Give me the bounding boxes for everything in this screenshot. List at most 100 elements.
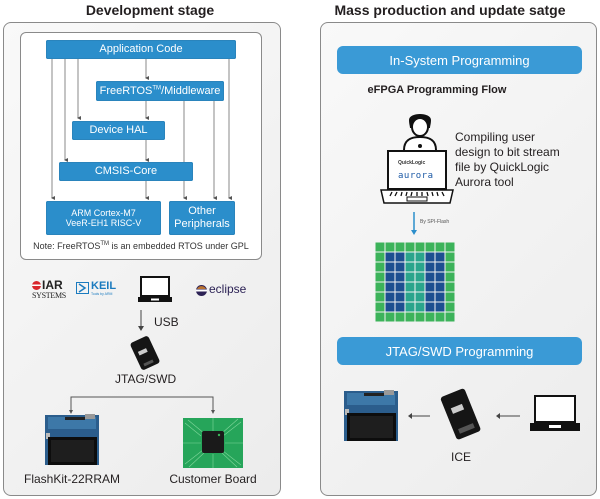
development-stage-heading: Development stage — [85, 2, 215, 18]
fpga-cell — [405, 262, 415, 272]
fpga-cell — [385, 252, 395, 262]
description-line: Aurora tool — [455, 175, 514, 189]
fpga-cell — [385, 262, 395, 272]
fpga-cell — [435, 272, 445, 282]
fpga-cell — [385, 242, 395, 252]
fpga-cell — [375, 272, 385, 282]
fpga-cell — [385, 302, 395, 312]
target-split-arrows — [69, 396, 215, 414]
fpga-cell — [385, 282, 395, 292]
quicklogic-screen-text: QuickLogic — [398, 160, 426, 166]
fpga-cell — [425, 312, 435, 322]
fpga-cell — [405, 302, 415, 312]
fpga-cell — [395, 252, 405, 262]
application-code-label: Application Code — [99, 43, 183, 56]
jtag-swd-label: JTAG/SWD — [115, 372, 177, 386]
freertos-note: Note: FreeRTOSTM is an embedded RTOS und… — [33, 241, 249, 251]
fpga-cell — [415, 252, 425, 262]
keil-icon — [76, 282, 89, 294]
fpga-cell — [385, 292, 395, 302]
fpga-cell — [445, 262, 455, 272]
fpga-cell — [415, 292, 425, 302]
fpga-cell — [425, 292, 435, 302]
fpga-cell — [395, 302, 405, 312]
arrow-to-ice — [496, 413, 520, 419]
fpga-cell — [425, 262, 435, 272]
cpu-box: ARM Cortex-M7 VeeR-EH1 RISC-V — [46, 201, 161, 235]
aurora-screen-text: aurora — [398, 171, 434, 181]
compile-description: Compiling user design to bit stream file… — [455, 130, 560, 190]
fpga-cell — [435, 292, 445, 302]
in-system-programming-bar: In-System Programming — [337, 46, 582, 74]
fpga-cell — [425, 302, 435, 312]
application-code-box: Application Code — [46, 40, 236, 59]
fpga-cell — [435, 242, 445, 252]
fpga-cell — [405, 312, 415, 322]
fpga-cell — [435, 312, 445, 322]
fpga-cell — [415, 242, 425, 252]
fpga-cell — [375, 242, 385, 252]
customer-board-label: Customer Board — [169, 472, 257, 486]
flashkit-label: FlashKit-22RRAM — [23, 472, 121, 486]
iar-icon — [32, 281, 41, 290]
aurora-laptop-icon — [380, 150, 454, 204]
device-hal-label: Device HAL — [89, 124, 148, 137]
spi-flash-label: By SPI-Flash — [420, 219, 450, 225]
fpga-cell — [375, 302, 385, 312]
mass-production-heading: Mass production and update satge — [334, 2, 566, 18]
fpga-cell — [435, 282, 445, 292]
fpga-cell — [375, 252, 385, 262]
fpga-cell — [445, 302, 455, 312]
description-line: Compiling user — [455, 130, 536, 144]
fpga-cell — [395, 282, 405, 292]
iar-systems-logo: IAR SYSTEMS — [32, 278, 66, 300]
fpga-cell — [375, 282, 385, 292]
fpga-cell — [445, 272, 455, 282]
fpga-cell — [405, 282, 415, 292]
cmsis-core-label: CMSIS-Core — [94, 165, 158, 178]
fpga-cell — [405, 252, 415, 262]
efpga-fabric-grid — [375, 242, 455, 322]
stack-connectors — [51, 59, 232, 200]
cpu-line-2: VeeR-EH1 RISC-V — [65, 218, 142, 228]
customer-board-image — [183, 418, 243, 468]
peripherals-line-2: Peripherals — [174, 218, 230, 230]
usb-arrow — [138, 310, 144, 331]
arrow-to-board — [408, 413, 430, 419]
eclipse-logo: eclipse — [196, 282, 256, 297]
fpga-cell — [395, 312, 405, 322]
fpga-cell — [445, 292, 455, 302]
fpga-cell — [415, 282, 425, 292]
fpga-cell — [415, 262, 425, 272]
cpu-line-1: ARM Cortex-M7 — [71, 207, 136, 218]
keil-logo: KEIL Tools by ARM — [76, 280, 122, 298]
laptop-icon — [138, 276, 172, 302]
device-hal-box: Device HAL — [72, 121, 165, 140]
fpga-cell — [395, 262, 405, 272]
fpga-cell — [435, 302, 445, 312]
fpga-cell — [425, 252, 435, 262]
fpga-cell — [435, 252, 445, 262]
freertos-middleware-box: FreeRTOSTM/Middleware — [96, 81, 224, 101]
fpga-cell — [425, 272, 435, 282]
fpga-cell — [445, 252, 455, 262]
engineer-icon — [403, 114, 437, 151]
fpga-cell — [375, 292, 385, 302]
fpga-cell — [445, 282, 455, 292]
fpga-cell — [415, 302, 425, 312]
fpga-cell — [385, 312, 395, 322]
fpga-cell — [445, 242, 455, 252]
eclipse-icon — [196, 285, 207, 296]
description-line: file by QuickLogic — [455, 160, 550, 174]
fpga-cell — [425, 282, 435, 292]
description-line: design to bit stream — [455, 145, 560, 159]
fpga-cell — [405, 292, 415, 302]
fpga-cell — [395, 272, 405, 282]
fpga-cell — [405, 272, 415, 282]
fpga-cell — [375, 312, 385, 322]
other-peripherals-box: Other Peripherals — [169, 201, 235, 235]
spi-flash-arrow — [411, 212, 417, 235]
fpga-cell — [405, 242, 415, 252]
fpga-cell — [415, 272, 425, 282]
board-image — [344, 390, 398, 441]
